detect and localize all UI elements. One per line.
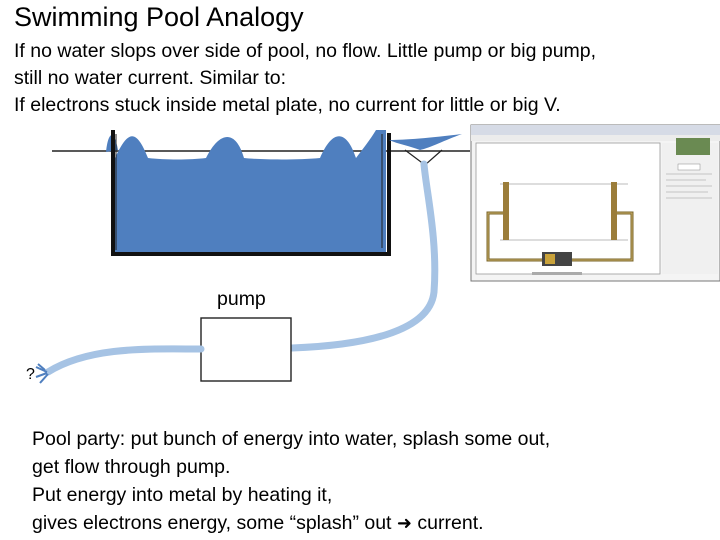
bottom-line-3: Put energy into metal by heating it, [32,484,333,506]
bottom-line-4-current: current. [417,512,484,534]
sim-control-lines [666,173,712,199]
bottom-line-1: Pool party: put bunch of energy into wat… [32,428,551,450]
sim-slider-track [532,272,582,275]
pool-water [115,130,386,254]
bottom-line-2: get flow through pump. [32,456,231,478]
intro-text: If no water slops over side of pool, no … [14,38,714,119]
photoelectric-sim-screenshot [470,124,720,282]
pump-label: pump [217,288,266,310]
sim-title-bar [471,125,720,135]
overflow-splash [389,134,462,150]
sim-light-source [676,138,710,155]
pool-walls [111,130,391,256]
pump-box [200,317,292,382]
sim-menu-bar [471,135,720,141]
question-mark: ? [26,366,35,383]
slide-title: Swimming Pool Analogy [14,2,304,32]
outlet-pipe [44,345,205,376]
bottom-line-4: gives electrons energy, some “splash” ou… [32,509,712,537]
return-pipe [288,160,439,352]
sim-control-panel [662,143,718,274]
bottom-line-4-text: gives electrons energy, some “splash” ou… [32,512,392,534]
sim-target-dropdown [677,163,701,171]
spray-icon [35,363,49,384]
intro-line-2: still no water current. Similar to: [14,67,287,89]
sim-right-plate [611,182,617,240]
bottom-text: Pool party: put bunch of energy into wat… [32,425,712,537]
right-arrow-icon: ➜ [396,513,412,533]
sim-left-plate [503,182,509,240]
sim-battery-cap [545,254,555,264]
intro-line-3: If electrons stuck inside metal plate, n… [14,94,561,116]
intro-line-1: If no water slops over side of pool, no … [14,40,597,62]
